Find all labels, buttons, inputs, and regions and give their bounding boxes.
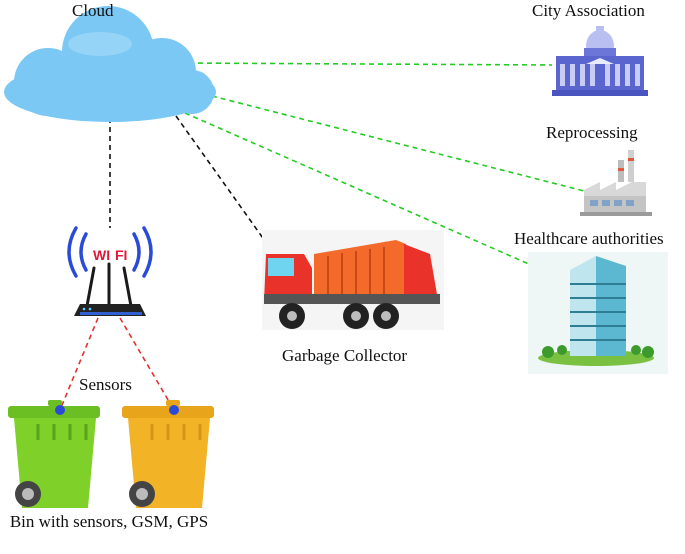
garbage-truck-icon	[262, 230, 444, 330]
cloud-icon	[4, 6, 216, 122]
healthcare-authorities-label: Healthcare authorities	[514, 229, 664, 248]
link-cloud-reprocessing	[211, 95, 593, 194]
city-hall-icon	[552, 26, 648, 96]
sensors-label: Sensors	[79, 375, 132, 394]
link-cloud-truck	[175, 115, 271, 249]
bin-label: Bin with sensors, GSM, GPS	[9, 512, 209, 531]
link-cloud-healthcare	[184, 112, 573, 284]
cloud-label: Cloud	[72, 1, 114, 20]
office-building-icon	[528, 252, 668, 374]
sensor-dot	[55, 405, 65, 415]
trash-bin-icon	[8, 400, 100, 508]
garbage-collector-label: Garbage Collector	[282, 346, 408, 365]
reprocessing-label: Reprocessing	[546, 123, 638, 142]
wifi-text-wi: WI	[93, 247, 110, 263]
wifi-router-icon: WI FI	[67, 226, 153, 316]
wifi-text-fi: FI	[115, 247, 127, 263]
factory-icon	[580, 150, 652, 216]
link-router-bin-orange	[119, 317, 175, 411]
link-cloud-city	[179, 62, 553, 66]
link-router-bin-green	[59, 317, 99, 411]
city-association-label: City Association	[532, 1, 645, 20]
trash-bin-icon	[122, 400, 214, 508]
sensor-dot	[169, 405, 179, 415]
connection-lines	[59, 62, 593, 411]
